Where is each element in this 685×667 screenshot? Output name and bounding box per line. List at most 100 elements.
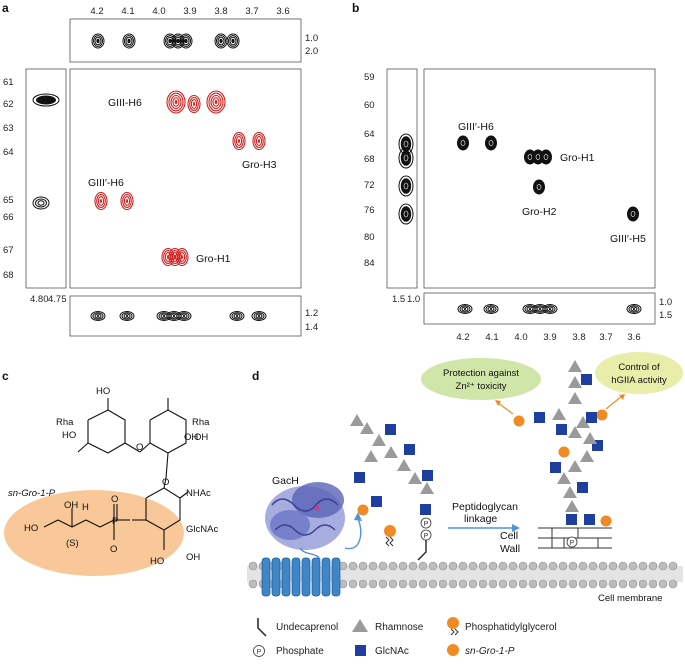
linkage-arrow-head (512, 524, 520, 532)
tick: 1.0 (305, 33, 318, 44)
undecaprenol-icon (257, 618, 267, 637)
protection-label-line1: Protection against (443, 368, 519, 379)
panel-b-left-strip-peaks (398, 133, 414, 225)
tick: 2.0 (305, 46, 318, 57)
gach-protein (265, 482, 345, 561)
gach-arrow-head (354, 512, 362, 521)
tick: 3.9 (183, 6, 196, 17)
tick: 59 (364, 72, 375, 83)
tick: 61 (3, 77, 14, 88)
linkage-label-line1: Peptidoglycan (452, 501, 518, 513)
gach-label: GacH (272, 475, 299, 487)
panel-a-left-axis: 61 62 63 64 65 66 67 68 (3, 77, 14, 281)
tick: 4.2 (90, 6, 103, 17)
tick: 4.80 (30, 294, 49, 305)
tick: 4.1 (485, 332, 498, 343)
cell-wall-label-line2: Wall (500, 543, 520, 555)
tick: 64 (364, 129, 375, 140)
peak-label-gro-h1: Gro-H1 (196, 253, 231, 265)
glcnac-ring (132, 477, 189, 550)
tick: 3.6 (276, 6, 289, 17)
oh-label: OH (184, 432, 198, 443)
panel-b-bottom-strip (423, 292, 656, 325)
panel-b-left-strip (386, 68, 418, 289)
tick: 68 (364, 154, 375, 165)
panel-a-label: a (2, 1, 9, 15)
rha-left-label: Rha (56, 417, 74, 428)
tick: 62 (3, 99, 14, 110)
control-arrow-head (619, 394, 625, 400)
peak-label-giiip-h6: GIII′-H6 (458, 121, 494, 133)
phosphate-symbol: P (424, 533, 429, 540)
tick: 1.4 (305, 322, 318, 333)
rha-right-label: Rha (192, 417, 210, 428)
tick: 4.75 (48, 294, 67, 305)
oh-label: HO (150, 556, 164, 567)
tick: 67 (3, 245, 14, 256)
tick: 3.9 (543, 332, 556, 343)
tick: 3.7 (599, 332, 612, 343)
s-label: (S) (66, 538, 79, 549)
phosphate-symbol: P (570, 540, 575, 547)
legend-undecaprenol: Undecaprenol (276, 622, 338, 633)
control-arrow (605, 395, 623, 410)
tick: 63 (3, 123, 14, 134)
panel-b-bottom-axis: 4.2 4.1 4.0 3.9 3.8 3.7 3.6 (456, 332, 640, 343)
nhac-label: NHAc (186, 488, 211, 499)
gro-ellipse (4, 490, 184, 576)
peak-label-giiip-h5: GIII′-H5 (610, 233, 646, 245)
cell-membrane (247, 561, 683, 589)
gach-transmembrane (261, 557, 341, 597)
panel-a: a 4.2 4.1 4.0 3.9 3.8 3.7 3.6 1.0 2.0 (2, 1, 318, 337)
tick: 65 (3, 195, 14, 206)
control-bubble (595, 352, 683, 394)
phosphate-symbol: P (424, 521, 429, 528)
panel-a-bottom-strip (69, 295, 302, 337)
linkage-label-line2: linkage (464, 513, 497, 525)
tick: 4.0 (514, 332, 527, 343)
protection-arrow-head (495, 400, 501, 406)
control-label-line1: Control of (618, 362, 660, 373)
tick: 1.0 (407, 294, 420, 305)
mature-gac (513, 360, 612, 527)
legend-glcnac: GlcNAc (375, 646, 409, 657)
h-label: H (82, 502, 89, 513)
peak-label-gro-h1: Gro-H1 (560, 152, 595, 164)
gach-arrow (344, 517, 362, 550)
rha-right-ring (139, 398, 187, 479)
panel-b-main-plot (423, 68, 656, 289)
panel-a-main-plot (69, 68, 302, 289)
tick: 1.0 (659, 297, 672, 308)
phosphate-circle (566, 536, 578, 548)
phosphatidylglycerol-icon (447, 617, 459, 636)
tick: 4.0 (152, 6, 165, 17)
oh-label: O (136, 442, 143, 453)
tick: 84 (364, 258, 375, 269)
panel-a-top-axis: 4.2 4.1 4.0 3.9 3.8 3.7 3.6 (90, 6, 289, 17)
phosphate-symbol: P (257, 649, 262, 656)
protection-bubble (421, 358, 541, 400)
panel-b-left-axis: 59 60 64 68 72 76 80 84 (364, 72, 375, 269)
oh-label: OH (186, 552, 200, 563)
oh-top-label: OH (64, 500, 78, 511)
legend-phosphatidylglycerol: Phosphatidylglycerol (465, 622, 557, 633)
peak-label-gro-h2: Gro-H2 (522, 206, 557, 218)
control-label-line2: hGIIA activity (611, 375, 667, 386)
panel-b-label: b (352, 1, 359, 15)
panel-b: b 59 60 64 68 72 76 80 84 1.5 1.0 (352, 1, 672, 343)
protection-label-line2: Zn²⁺ toxicity (456, 381, 507, 392)
sn-gro-icon (447, 644, 459, 656)
tick: 3.8 (572, 332, 585, 343)
tick: 4.1 (121, 6, 134, 17)
ho-chain-label: HO (24, 523, 38, 534)
oh-label: HO (96, 386, 110, 397)
peak-label-gro-h3: Gro-H3 (242, 159, 277, 171)
glycan-precursor (350, 414, 434, 516)
protection-arrow (496, 401, 514, 415)
panel-d: d (247, 352, 683, 657)
rha-left-ring (77, 398, 141, 454)
tick: 66 (3, 212, 14, 223)
peak-label-giii-h6: GIII-H6 (108, 97, 142, 109)
glcnac-icon (355, 645, 366, 656)
